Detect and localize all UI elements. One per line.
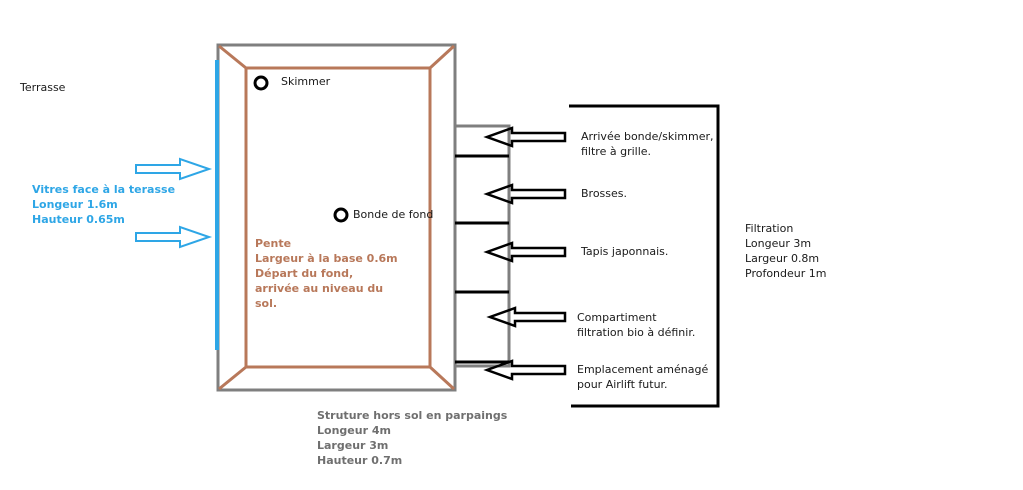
structure-info-line: Longeur 4m xyxy=(317,424,391,437)
compartment-arrow-3 xyxy=(483,241,567,263)
compartment-label-line: Emplacement aménagé xyxy=(577,363,709,376)
glass-arrow-2 xyxy=(135,225,213,249)
compartment-label-line: filtration bio à définir. xyxy=(577,326,696,339)
glass-info-line: Hauteur 0.65m xyxy=(32,213,125,226)
compartment-label-line: Tapis japonnais. xyxy=(581,245,669,258)
compartment-arrow-5 xyxy=(483,359,567,381)
structure-info-line: Struture hors sol en parpaings xyxy=(317,409,508,422)
compartment-label-line: Arrivée bonde/skimmer, xyxy=(581,130,714,143)
filtration-info-line: Longeur 3m xyxy=(745,237,812,250)
bonde-de-fond-label: Bonde de fond xyxy=(353,208,434,221)
pente-info-line: arrivée au niveau du xyxy=(255,282,384,295)
filtration-info-line: Profondeur 1m xyxy=(745,267,827,280)
compartment-label-1: Arrivée bonde/skimmer, filtre à grille. xyxy=(581,129,714,159)
pente-info: Pente Largeur à la base 0.6m Départ du f… xyxy=(255,236,398,311)
glass-arrow-1 xyxy=(135,157,213,181)
compartment-arrow-1 xyxy=(483,126,567,148)
glass-info: Vitres face à la terasse Longeur 1.6m Ha… xyxy=(32,182,175,227)
filtration-info-line: Largeur 0.8m xyxy=(745,252,820,265)
pente-inner-outline xyxy=(244,66,432,369)
compartment-label-3: Tapis japonnais. xyxy=(581,244,668,259)
pente-info-line: Pente xyxy=(255,237,292,250)
skimmer-label: Skimmer xyxy=(281,75,331,88)
compartment-label-4: Compartiment filtration bio à définir. xyxy=(577,310,695,340)
pente-info-line: sol. xyxy=(255,297,278,310)
structure-info-line: Hauteur 0.7m xyxy=(317,454,403,467)
filtration-info: Filtration Longeur 3m Largeur 0.8m Profo… xyxy=(745,221,826,281)
structure-info-line: Largeur 3m xyxy=(317,439,389,452)
compartment-label-line: filtre à grille. xyxy=(581,145,652,158)
pente-corner-tr xyxy=(428,44,456,70)
filtration-compartment-block xyxy=(453,124,511,368)
filtration-bracket xyxy=(569,104,720,408)
pente-corner-tl xyxy=(218,44,247,70)
structure-info: Struture hors sol en parpaings Longeur 4… xyxy=(317,408,507,468)
compartment-arrow-2 xyxy=(483,183,567,205)
terrasse-label: Terrasse xyxy=(20,81,66,94)
compartment-label-5: Emplacement aménagé pour Airlift futur. xyxy=(577,362,708,392)
compartment-label-line: Compartiment xyxy=(577,311,657,324)
filtration-info-line: Filtration xyxy=(745,222,794,235)
compartment-label-line: Brosses. xyxy=(581,187,628,200)
skimmer-icon xyxy=(253,75,269,91)
compartment-label-2: Brosses. xyxy=(581,186,627,201)
glass-info-line: Longeur 1.6m xyxy=(32,198,118,211)
pente-info-line: Largeur à la base 0.6m xyxy=(255,252,398,265)
pente-corner-bl xyxy=(218,365,247,391)
pente-corner-br xyxy=(428,365,456,391)
bonde-de-fond-icon xyxy=(333,207,349,223)
glass-info-line: Vitres face à la terasse xyxy=(32,183,176,196)
pente-info-line: Départ du fond, xyxy=(255,267,354,280)
compartment-label-line: pour Airlift futur. xyxy=(577,378,668,391)
compartment-arrow-4 xyxy=(486,306,567,328)
